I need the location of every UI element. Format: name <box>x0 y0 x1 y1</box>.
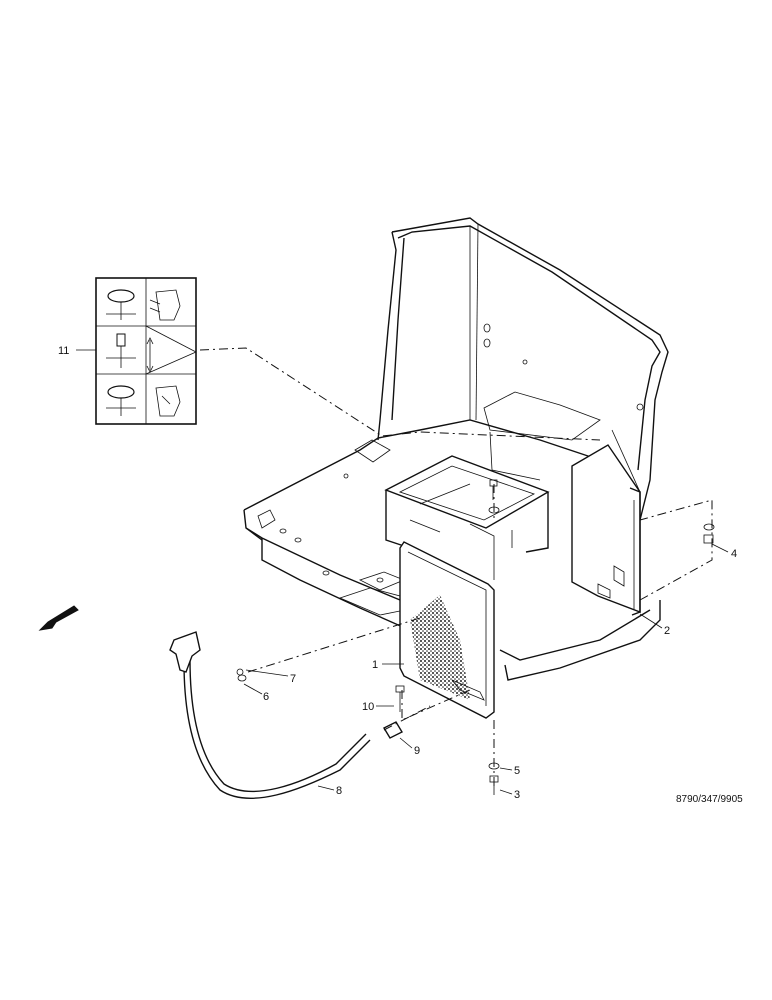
knob-icon <box>106 289 136 320</box>
knob-raised-icon <box>106 333 154 373</box>
callout-11: 11 <box>58 345 69 357</box>
callout-4: 4 <box>731 548 737 560</box>
leader-lines <box>76 349 729 795</box>
callout-3: 3 <box>514 789 520 801</box>
seat-icon <box>149 289 181 321</box>
drawing-reference: 8790/347/9905 <box>676 794 743 805</box>
fastener-lines <box>199 347 713 790</box>
callout-5: 5 <box>514 765 520 777</box>
decal-inset <box>95 277 197 425</box>
callout-1: 1 <box>372 659 378 671</box>
callout-6: 6 <box>263 691 269 703</box>
bolts-and-washers <box>236 479 715 795</box>
right-side-panel <box>571 429 641 616</box>
front-panel <box>399 523 495 719</box>
seat-lowered-icon <box>155 385 181 417</box>
console-box <box>384 455 550 553</box>
cab-shell <box>377 217 669 521</box>
callout-labels: 11 1 2 3 4 5 6 7 8 9 10 8790/347/9905 <box>58 345 743 805</box>
callout-7: 7 <box>290 673 296 685</box>
callout-9: 9 <box>414 745 420 757</box>
callout-10: 10 <box>362 701 374 713</box>
knob-lowered-icon <box>106 385 136 416</box>
direction-arrow-icon <box>38 605 79 631</box>
callout-8: 8 <box>336 785 342 797</box>
release-cable <box>169 631 371 799</box>
callout-2: 2 <box>664 625 670 637</box>
